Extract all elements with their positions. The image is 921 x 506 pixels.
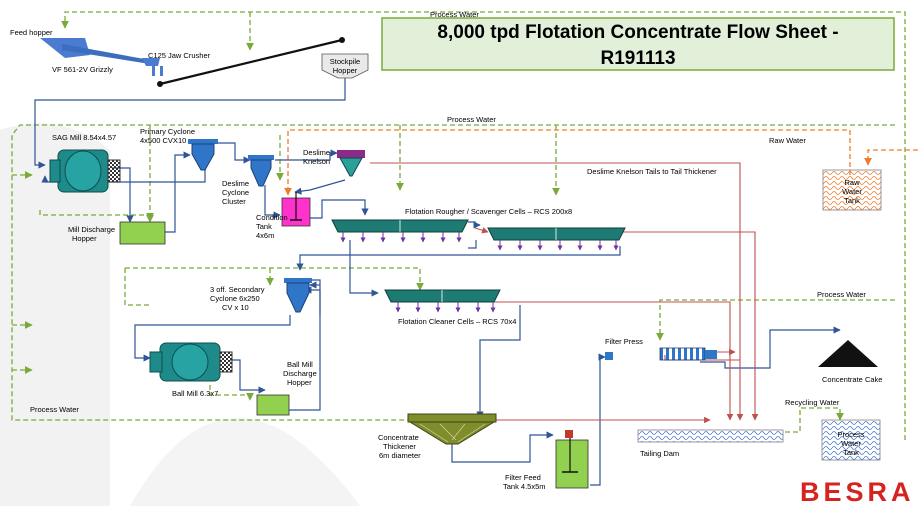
sag-mill-label: SAG Mill 8.54x4.57 <box>52 133 116 142</box>
ball-mill-hopper-label-1: Ball Mill <box>287 360 313 369</box>
rougher-cells-label: Flotation Rougher / Scavenger Cells – RC… <box>405 207 572 216</box>
rougher-froth-arrows <box>340 232 619 251</box>
deslime-cyclone-label-1: Deslime <box>222 179 249 188</box>
tailing-dam: Tailing Dam <box>637 429 784 458</box>
deslime-knelson-label-1: Deslime <box>303 148 330 157</box>
raw-water-tank-label-3: Tank <box>844 196 860 205</box>
besra-logo-text: BESRA <box>800 477 915 506</box>
deslime-cyclone-cluster: Deslime Cyclone Cluster <box>222 155 274 206</box>
background-decoration <box>0 123 360 506</box>
process-water-tank-label-2: Water <box>841 439 861 448</box>
process-water-tank: Process Water Tank <box>821 419 881 461</box>
ball-mill: Ball Mill 6.3x7 <box>149 342 233 398</box>
secondary-cyclone-label-2: Cyclone 6x250 <box>210 294 260 303</box>
mill-discharge-label-1: Mill Discharge <box>68 225 115 234</box>
raw-water-tank: Raw Water Tank <box>822 169 882 211</box>
raw-water-tank-label-1: Raw <box>844 178 860 187</box>
filter-press-label: Filter Press <box>605 337 643 346</box>
secondary-cyclone-label-3: CV x 10 <box>222 303 249 312</box>
stockpile-hopper: Stockpile Hopper <box>321 53 369 79</box>
process-water-label-left: Process Water <box>30 405 79 414</box>
filter-feed-tank: Filter Feed Tank 4.5x5m <box>503 430 589 491</box>
deslime-knelson: Deslime Knelson Deslime Knelson Tails to… <box>303 148 717 177</box>
title-line-1: 8,000 tpd Flotation Concentrate Flow She… <box>437 22 838 43</box>
ball-mill-discharge-hopper: Ball Mill Discharge Hopper <box>256 360 317 416</box>
title-box: 8,000 tpd Flotation Concentrate Flow She… <box>381 17 895 71</box>
deslime-tails-label: Deslime Knelson Tails to Tail Thickener <box>587 167 717 176</box>
concentrate-cake: Concentrate Cake <box>818 340 882 384</box>
thickener-label-2: Thickener <box>383 442 416 451</box>
thickener-label-1: Concentrate <box>378 433 419 442</box>
stockpile-label-2: Hopper <box>333 66 358 75</box>
cleaner-cells-label: Flotation Cleaner Cells – RCS 70x4 <box>398 317 516 326</box>
filter-feed-tank-label-1: Filter Feed <box>505 473 541 482</box>
thickener-label-3: 6m diameter <box>379 451 421 460</box>
raw-water-lines <box>284 129 918 196</box>
feed-hopper: Feed hopper VF 561-2V Grizzly <box>10 28 150 74</box>
concentrate-thickener: Concentrate Thickener 6m diameter <box>378 413 497 460</box>
process-water-label-top: Process Water <box>430 10 479 19</box>
recycling-water-label: Recycling Water <box>785 398 840 407</box>
cleaner-cells: Flotation Cleaner Cells – RCS 70x4 <box>384 289 516 326</box>
sag-mill: SAG Mill 8.54x4.57 <box>49 133 121 193</box>
rougher-bank-1 <box>331 219 469 233</box>
secondary-cyclone-label-1: 3 off. Secondary <box>210 285 265 294</box>
mill-discharge-label-2: Hopper <box>72 234 97 243</box>
process-water-tank-label-1: Process <box>837 430 864 439</box>
deslime-cyclone-label-3: Cluster <box>222 197 246 206</box>
condition-tank-label-2: Tank <box>256 222 272 231</box>
deslime-cyclone-label-2: Cyclone <box>222 188 249 197</box>
ball-mill-label: Ball Mill 6.3x7 <box>172 389 218 398</box>
raw-water-tank-label-2: Water <box>842 187 862 196</box>
process-water-lines <box>11 11 906 440</box>
slurry-lines <box>34 78 841 486</box>
stockpile-label-1: Stockpile <box>330 57 360 66</box>
conveyor <box>157 37 345 87</box>
feed-hopper-label: Feed hopper <box>10 28 53 37</box>
title-line-2: R191113 <box>600 48 675 69</box>
grizzly-label: VF 561-2V Grizzly <box>52 65 113 74</box>
raw-water-label: Raw Water <box>769 136 806 145</box>
primary-cyclone-label-1: Primary Cyclone <box>140 127 195 136</box>
rougher-bank-2 <box>487 227 626 241</box>
title-background <box>381 17 895 71</box>
condition-tank-label-3: 4x6m <box>256 231 274 240</box>
besra-logo: BESRA <box>800 477 915 506</box>
jaw-crusher-label: C125 Jaw Crusher <box>148 51 211 60</box>
filter-feed-tank-label-2: Tank 4.5x5m <box>503 482 546 491</box>
rougher-cells: Flotation Rougher / Scavenger Cells – RC… <box>331 207 626 251</box>
process-water-tank-label-3: Tank <box>843 448 859 457</box>
process-water-label-mid: Process Water <box>447 115 496 124</box>
filter-press: Filter Press <box>605 337 717 361</box>
condition-tank: Condition Tank 4x6m <box>256 192 311 240</box>
process-water-label-right: Process Water <box>817 290 866 299</box>
ball-mill-hopper-label-3: Hopper <box>287 378 312 387</box>
jaw-crusher: C125 Jaw Crusher <box>142 51 211 76</box>
ball-mill-hopper-label-2: Discharge <box>283 369 317 378</box>
primary-cyclone: Primary Cyclone 4x500 CVX10 <box>140 127 218 171</box>
tailing-dam-label: Tailing Dam <box>640 449 679 458</box>
deslime-knelson-label-2: Knelson <box>303 157 330 166</box>
secondary-cyclone: 3 off. Secondary Cyclone 6x250 CV x 10 <box>210 278 312 313</box>
mill-discharge-hopper: Mill Discharge Hopper <box>68 221 166 245</box>
primary-cyclone-label-2: 4x500 CVX10 <box>140 136 186 145</box>
condition-tank-label-1: Condition <box>256 213 288 222</box>
concentrate-cake-label: Concentrate Cake <box>822 375 882 384</box>
